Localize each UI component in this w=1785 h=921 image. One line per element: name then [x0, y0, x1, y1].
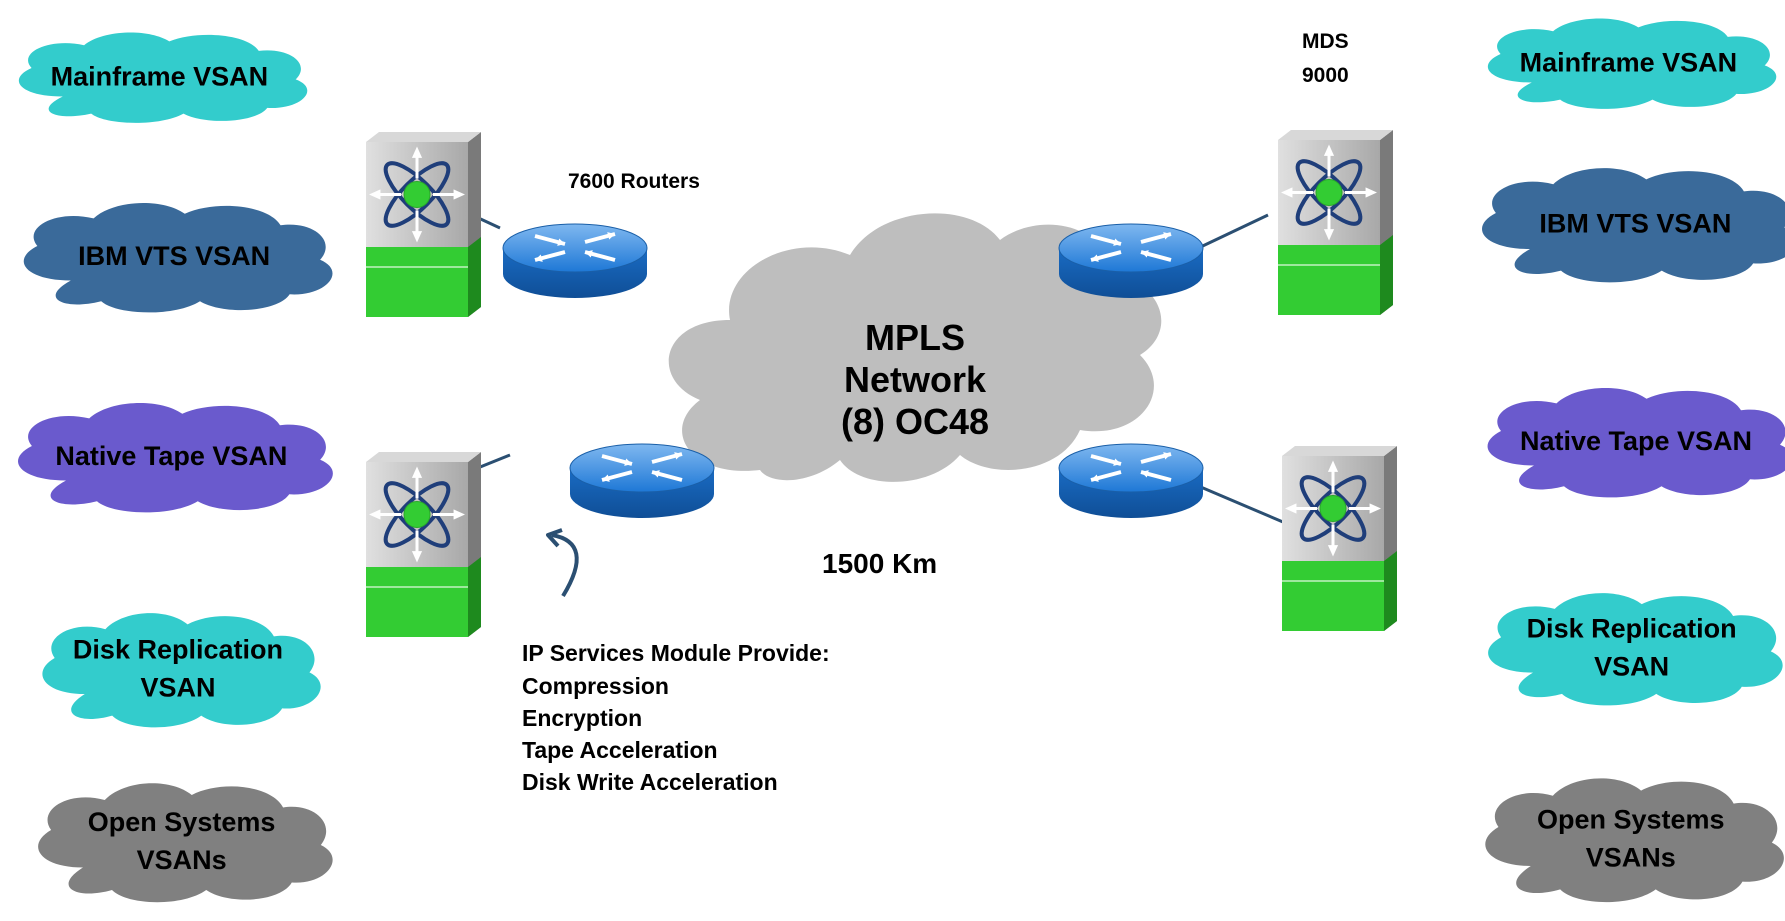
mds-switches	[366, 130, 1397, 637]
cloud-icon	[1487, 388, 1785, 498]
cloud-icon	[23, 203, 333, 313]
mds-switch-icon	[1282, 446, 1397, 631]
ip-services-item: Disk Write Acceleration	[522, 769, 778, 795]
vsan-label: Disk Replication	[1527, 614, 1737, 644]
router-icon	[502, 223, 648, 298]
right-vsan-clouds: Mainframe VSAN IBM VTS VSAN Native Tape VS…	[1482, 18, 1785, 903]
cloud-icon	[18, 403, 333, 513]
link-router-switch-bottom-right	[1195, 483, 1291, 527]
mpls-label-line3: (8) OC48	[841, 401, 989, 442]
mpls-label-line1: MPLS	[865, 317, 965, 358]
ip-services-list: IP Services Module Provide: Compression …	[522, 640, 830, 795]
routers	[502, 223, 1204, 518]
vsan-label: Native Tape VSAN	[1520, 426, 1752, 456]
right-vsan-cloud: Native Tape VSAN	[1487, 388, 1785, 498]
left-vsan-cloud: Mainframe VSAN	[18, 32, 308, 123]
cloud-icon	[38, 783, 333, 903]
vsan-label: Mainframe VSAN	[1520, 48, 1738, 78]
cloud-icon	[1482, 168, 1785, 283]
cloud-icon	[668, 213, 1162, 482]
vsan-label: Open Systems	[1537, 804, 1725, 834]
right-vsan-cloud: IBM VTS VSAN	[1482, 168, 1785, 283]
left-vsan-cloud: IBM VTS VSAN	[23, 203, 333, 313]
left-vsan-cloud: Native Tape VSAN	[18, 403, 333, 513]
mds-label-line1: MDS	[1302, 30, 1349, 53]
cloud-icon	[1488, 593, 1783, 706]
cloud-icon	[1485, 778, 1784, 903]
mds-switch-icon	[366, 452, 481, 637]
router-icon	[569, 443, 715, 518]
distance-label: 1500 Km	[822, 548, 937, 579]
routers-label: 7600 Routers	[568, 170, 700, 193]
right-vsan-cloud: Mainframe VSAN	[1487, 18, 1777, 109]
mpls-network-cloud: MPLS Network (8) OC48	[668, 213, 1162, 482]
left-vsan-clouds: Mainframe VSAN IBM VTS VSAN Native Tape VS…	[18, 32, 333, 903]
mds-switch-icon	[1278, 130, 1393, 315]
ip-services-item: Encryption	[522, 705, 642, 731]
pointer-arrow-icon	[546, 528, 579, 598]
vsan-label: VSAN	[1594, 652, 1669, 682]
router-icon	[1058, 443, 1204, 518]
mds-switch-icon	[366, 132, 481, 317]
vsan-label: Open Systems	[88, 807, 276, 837]
ip-services-item: Tape Acceleration	[522, 737, 718, 763]
vsan-label: VSANs	[1586, 842, 1676, 872]
ip-services-item: Compression	[522, 673, 669, 699]
mpls-label-line2: Network	[844, 359, 987, 400]
cloud-icon	[1487, 18, 1777, 109]
mds-label-line2: 9000	[1302, 64, 1349, 87]
cloud-icon	[42, 613, 321, 728]
vsan-label: Mainframe VSAN	[51, 62, 269, 92]
router-icon	[1058, 223, 1204, 298]
vsan-label: Native Tape VSAN	[55, 441, 287, 471]
cloud-icon	[18, 32, 308, 123]
vsan-label: Disk Replication	[73, 635, 283, 665]
vsan-label: VSAN	[140, 673, 215, 703]
ip-services-heading: IP Services Module Provide:	[522, 640, 830, 666]
vsan-label: IBM VTS VSAN	[78, 241, 270, 271]
vsan-label: IBM VTS VSAN	[1539, 209, 1731, 239]
vsan-label: VSANs	[137, 845, 227, 875]
